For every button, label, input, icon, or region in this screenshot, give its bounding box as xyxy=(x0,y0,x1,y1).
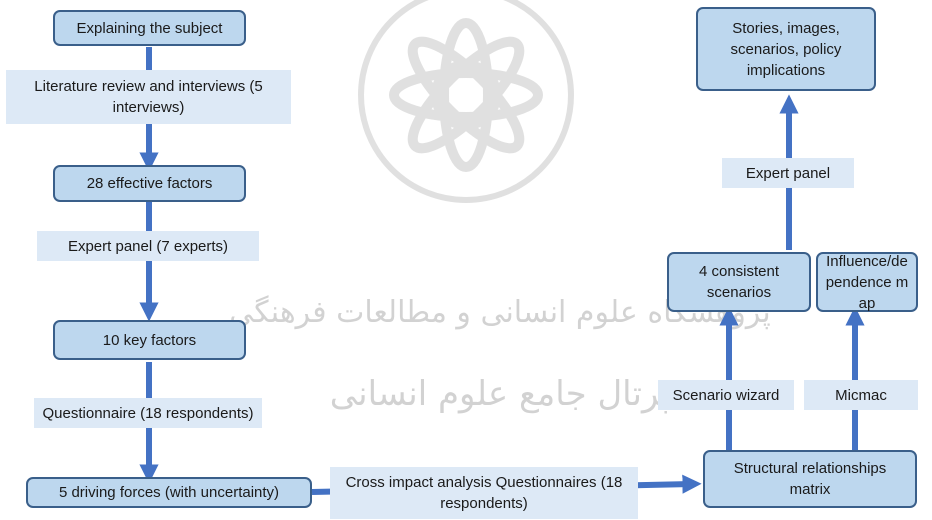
node-driving-forces: 5 driving forces (with uncertainty) xyxy=(26,477,312,508)
node-effective-factors: 28 effective factors xyxy=(53,165,246,202)
label-questionnaire: Questionnaire (18 respondents) xyxy=(34,398,262,428)
node-key-factors: 10 key factors xyxy=(53,320,246,360)
label-micmac: Micmac xyxy=(804,380,918,410)
label-expert-panel-7: Expert panel (7 experts) xyxy=(37,231,259,261)
node-influence-map: Influence/dependence map xyxy=(816,252,918,312)
node-explaining-subject: Explaining the subject xyxy=(53,10,246,46)
label-scenario-wizard: Scenario wizard xyxy=(658,380,794,410)
node-structural-matrix: Structural relationships matrix xyxy=(703,450,917,508)
label-literature-review: Literature review and interviews (5 inte… xyxy=(6,70,291,124)
node-stories: Stories, images, scenarios, policy impli… xyxy=(696,7,876,91)
label-expert-panel: Expert panel xyxy=(722,158,854,188)
watermark-line-2: پرتال جامع علوم انسانی xyxy=(330,374,670,414)
node-consistent-scenarios: 4 consistent scenarios xyxy=(667,252,811,312)
label-cross-impact: Cross impact analysis Questionnaires (18… xyxy=(330,467,638,519)
